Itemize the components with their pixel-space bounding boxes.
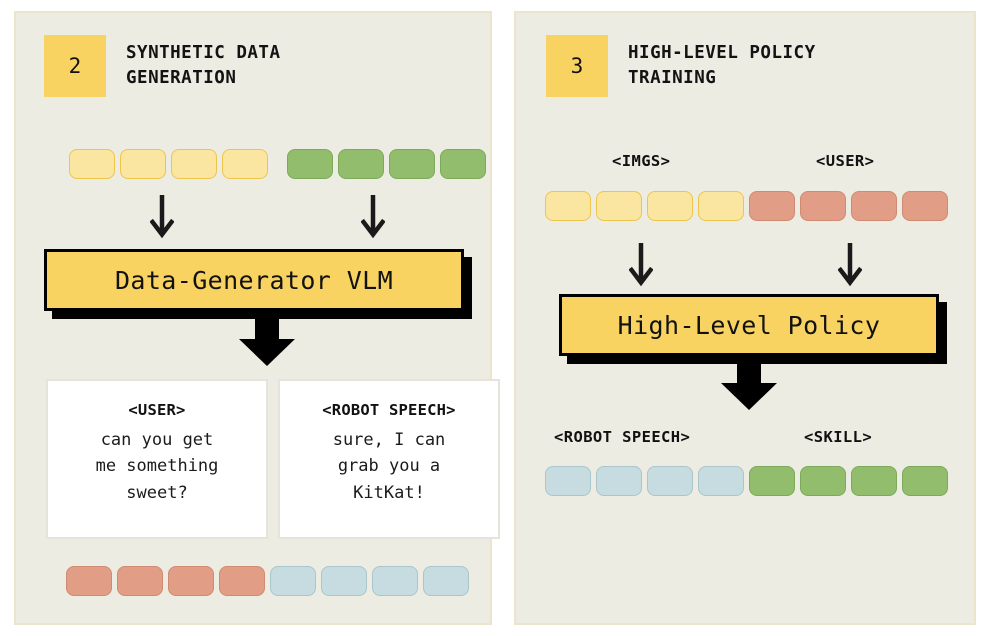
group-label-user: <USER> [816, 152, 875, 170]
model-label: Data-Generator VLM [114, 265, 394, 295]
panel-header: 2 SYNTHETIC DATA GENERATION [44, 35, 281, 97]
speech-card-user: <USER> can you get me something sweet? [46, 379, 268, 539]
token-imgs [69, 149, 115, 179]
token-skill [902, 466, 948, 496]
output-token-row [545, 466, 948, 496]
speech-card-robot-speech: <ROBOT SPEECH> sure, I can grab you a Ki… [278, 379, 500, 539]
model-box-data-generator[interactable]: Data-Generator VLM [44, 249, 472, 319]
token-skill [338, 149, 384, 179]
group-label-robot-speech: <ROBOT SPEECH> [554, 428, 691, 446]
speech-card-tag: <ROBOT SPEECH> [322, 401, 456, 419]
input-token-row [69, 149, 486, 179]
token-user [749, 191, 795, 221]
token-skill [287, 149, 333, 179]
model-box-face: High-Level Policy [559, 294, 939, 356]
token-robot-speech [423, 566, 469, 596]
token-skill [749, 466, 795, 496]
output-token-row [66, 566, 469, 596]
arrow-down-thick-icon [238, 319, 296, 367]
token-robot-speech [596, 466, 642, 496]
panel-synthetic-data-generation: 2 SYNTHETIC DATA GENERATION [14, 11, 500, 625]
token-imgs [545, 191, 591, 221]
token-robot-speech [270, 566, 316, 596]
token-skill [440, 149, 486, 179]
token-user [219, 566, 265, 596]
token-robot-speech [372, 566, 418, 596]
panel-title: HIGH-LEVEL POLICY TRAINING [628, 43, 816, 88]
token-imgs [120, 149, 166, 179]
model-box-face: Data-Generator VLM [44, 249, 464, 311]
token-robot-speech [698, 466, 744, 496]
group-label-imgs: <IMGS> [612, 152, 671, 170]
token-skill [389, 149, 435, 179]
panel-header: 3 HIGH-LEVEL POLICY TRAINING [546, 35, 816, 97]
token-robot-speech [321, 566, 367, 596]
token-imgs [698, 191, 744, 221]
token-skill [851, 466, 897, 496]
speech-card-text: can you get me something sweet? [95, 430, 219, 503]
speech-card-tag: <USER> [128, 401, 186, 419]
arrow-down-icon [629, 241, 653, 287]
model-label: High-Level Policy [617, 310, 881, 340]
model-box-high-level-policy[interactable]: High-Level Policy [559, 294, 947, 364]
token-user [117, 566, 163, 596]
panel-high-level-policy-training: 3 HIGH-LEVEL POLICY TRAINING <IMGS> <USE… [514, 11, 976, 625]
speech-card-text: sure, I can grab you a KitKat! [332, 430, 446, 503]
token-user [902, 191, 948, 221]
arrow-down-thick-icon [720, 363, 778, 411]
token-imgs [596, 191, 642, 221]
input-token-row [545, 191, 948, 221]
token-user [66, 566, 112, 596]
token-robot-speech [647, 466, 693, 496]
arrow-down-icon [361, 193, 385, 239]
arrow-down-icon [150, 193, 174, 239]
token-imgs [647, 191, 693, 221]
group-label-skill: <SKILL> [804, 428, 873, 446]
token-user [851, 191, 897, 221]
arrow-down-icon [838, 241, 862, 287]
step-badge: 3 [546, 35, 608, 97]
step-badge: 2 [44, 35, 106, 97]
token-skill [800, 466, 846, 496]
token-user [800, 191, 846, 221]
token-imgs [171, 149, 217, 179]
token-user [168, 566, 214, 596]
token-robot-speech [545, 466, 591, 496]
panel-title: SYNTHETIC DATA GENERATION [126, 43, 281, 88]
token-imgs [222, 149, 268, 179]
